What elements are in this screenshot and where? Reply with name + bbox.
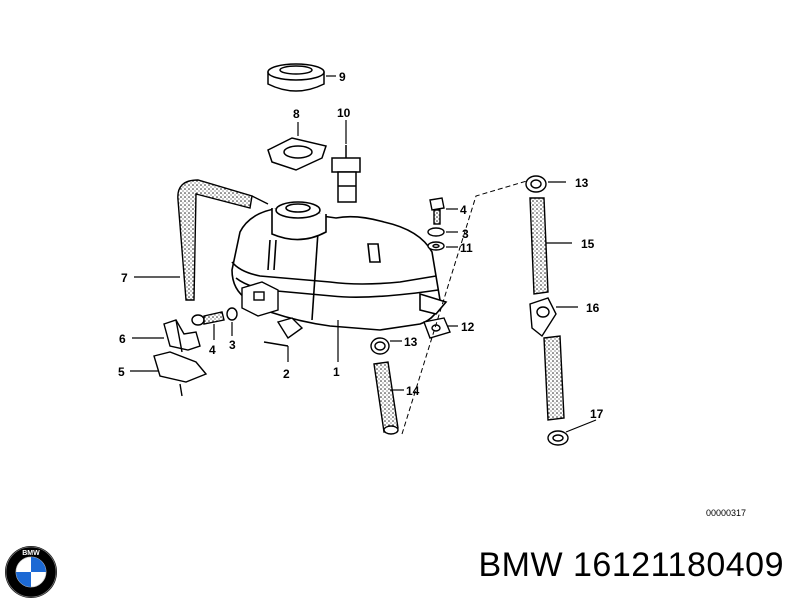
callout-3-right: 3 <box>462 227 469 241</box>
callout-3-left: 3 <box>229 338 236 352</box>
level-sensor-part <box>331 145 361 203</box>
part-number-label: BMW 16121180409 <box>478 546 784 584</box>
connection-leader-line <box>401 179 531 435</box>
nut-clip-part <box>423 317 451 339</box>
callout-16: 16 <box>586 301 600 315</box>
callout-14: 14 <box>406 384 420 398</box>
screw-left-part <box>191 307 238 326</box>
callout-15: 15 <box>581 237 595 251</box>
callout-2: 2 <box>283 367 290 381</box>
callout-6: 6 <box>119 332 126 346</box>
upper-hose-part <box>177 179 269 301</box>
callout-1: 1 <box>333 365 340 379</box>
hose-clamp-lower-part <box>370 337 390 355</box>
callout-13-upper: 13 <box>575 176 589 190</box>
expansion-tank-part <box>231 201 448 331</box>
callout-7: 7 <box>121 271 128 285</box>
callout-11: 11 <box>460 241 473 255</box>
filler-cap-part <box>267 63 325 92</box>
hose-clamp-upper-part <box>525 175 547 193</box>
callout-9: 9 <box>339 70 346 84</box>
clip-lower-part <box>153 351 208 397</box>
callout-4-right: 4 <box>460 203 467 217</box>
connecting-pipe-part <box>529 197 549 295</box>
callout-17: 17 <box>590 407 604 421</box>
lower-connecting-hose-part <box>543 335 565 421</box>
callout-5: 5 <box>118 365 125 379</box>
screw-right-part <box>429 197 445 225</box>
washer-right-part <box>427 227 445 251</box>
small-clamp-part <box>547 430 569 446</box>
mounting-bracket-part <box>241 281 304 347</box>
callout-4-left: 4 <box>209 343 216 357</box>
callout-8: 8 <box>293 107 300 121</box>
clip-upper-part <box>163 319 201 353</box>
callout-10: 10 <box>337 106 351 120</box>
callout-13-lower: 13 <box>404 335 418 349</box>
filler-neck-flange-part <box>267 137 327 171</box>
callout-12: 12 <box>461 320 475 334</box>
bmw-roundel-icon: BMW <box>5 546 57 598</box>
logo-brand-text: BMW <box>22 550 40 557</box>
lower-hose-part <box>373 361 399 435</box>
diagram-code: 00000317 <box>706 508 746 518</box>
joint-clamp-part <box>529 297 557 338</box>
